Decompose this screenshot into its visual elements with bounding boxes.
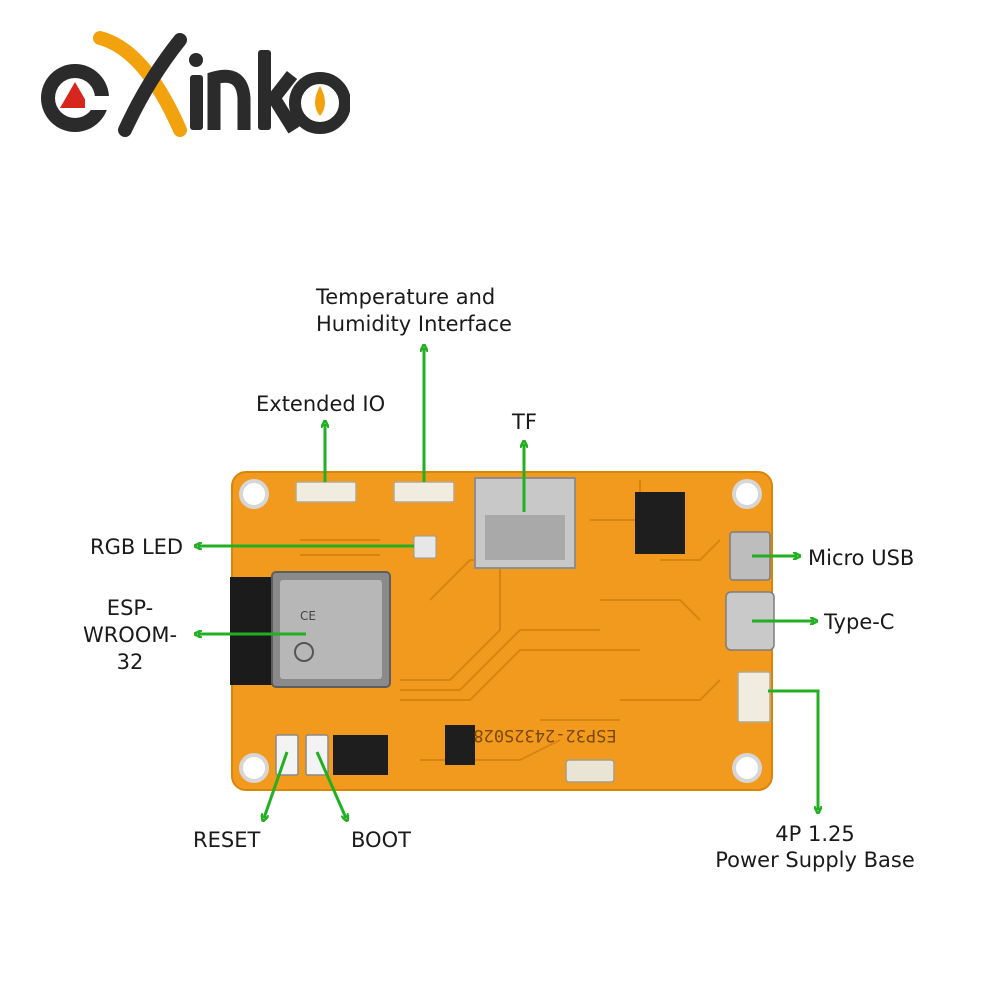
power-connector <box>737 671 771 723</box>
pcb-traces <box>300 480 721 761</box>
mount-hole-br <box>732 753 762 783</box>
label-esp-line2: WROOM- <box>82 623 178 647</box>
logo-red-triangle <box>60 82 90 108</box>
arrow-reset <box>264 751 289 818</box>
mount-hole-tl <box>239 479 269 509</box>
label-esp-line3: 32 <box>116 650 144 674</box>
logo-e-gap <box>85 96 111 110</box>
ic-chip-right <box>635 492 685 554</box>
label-power-line2: Power Supply Base <box>715 848 915 872</box>
logo-n <box>207 69 251 130</box>
mounting-holes <box>239 479 762 783</box>
esp-logo-mark <box>294 642 314 662</box>
esp-antenna-block <box>230 577 275 685</box>
logo-i-stem <box>190 75 203 130</box>
silkscreen-model: ESP32-2432S028 <box>473 725 616 745</box>
mount-hole-bl <box>239 753 269 783</box>
tf-slot-inner <box>485 515 565 560</box>
esp-shield-top <box>280 580 382 679</box>
ic-chip-bottom <box>333 735 388 775</box>
label-temp-humidity-line2: Humidity Interface <box>316 312 512 336</box>
label-rgb-led: RGB LED <box>90 535 184 559</box>
ic-chip-small <box>445 725 475 765</box>
logo-i-dot <box>189 53 203 67</box>
arrow-power <box>768 689 818 810</box>
label-power-line1: 4P 1.25 <box>775 822 855 846</box>
logo-o-ring <box>289 72 351 134</box>
esp-ce-mark: CE <box>300 609 316 623</box>
arrow-boot <box>315 751 346 818</box>
label-reset: RESET <box>193 828 261 852</box>
logo-k-arms <box>266 70 300 134</box>
temp-humidity-connector <box>393 481 455 503</box>
label-tf: TF <box>512 410 537 434</box>
rgb-led <box>413 535 437 559</box>
logo-x-stroke-b <box>118 33 187 137</box>
logo-x-stroke-a <box>93 31 187 137</box>
esp-wroom-32-module: CE <box>230 571 391 688</box>
label-esp-line1: ESP- <box>106 596 154 620</box>
label-type-c: Type-C <box>824 610 895 634</box>
label-extended-io: Extended IO <box>256 392 386 416</box>
logo-icon <box>41 31 351 137</box>
brand-logo <box>30 20 351 140</box>
label-temp-humidity-line1: Temperature and <box>316 285 496 309</box>
logo-o-drop <box>315 86 325 116</box>
speaker-connector <box>565 759 615 783</box>
mount-hole-tr <box>732 479 762 509</box>
label-boot: BOOT <box>351 828 411 852</box>
label-micro-usb: Micro USB <box>808 546 915 570</box>
logo-k-stem <box>258 50 271 130</box>
callout-arrows <box>198 348 818 818</box>
extended-io-connector <box>295 481 357 503</box>
